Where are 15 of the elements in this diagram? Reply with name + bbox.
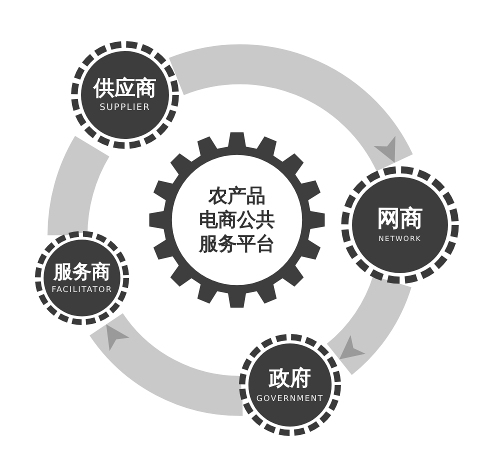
role-label: 服务商 — [54, 262, 110, 282]
role-subtitle: GOVERNMENT — [256, 394, 324, 403]
platform-label: 农产品电商公共服务平台 — [198, 184, 276, 256]
circle-node — [238, 333, 342, 437]
circle-node — [34, 230, 130, 326]
circle-node — [340, 165, 460, 285]
role-subtitle: SUPPLIER — [100, 103, 150, 114]
arrow — [326, 274, 412, 375]
role-label: 网商 — [377, 206, 423, 232]
role-subtitle: FACILITATOR — [52, 285, 112, 294]
role-label: 供应商 — [94, 76, 156, 100]
gear-node — [149, 132, 325, 308]
role-label: 政府 — [269, 367, 311, 391]
arrow — [170, 44, 412, 172]
circle-node — [70, 40, 180, 150]
